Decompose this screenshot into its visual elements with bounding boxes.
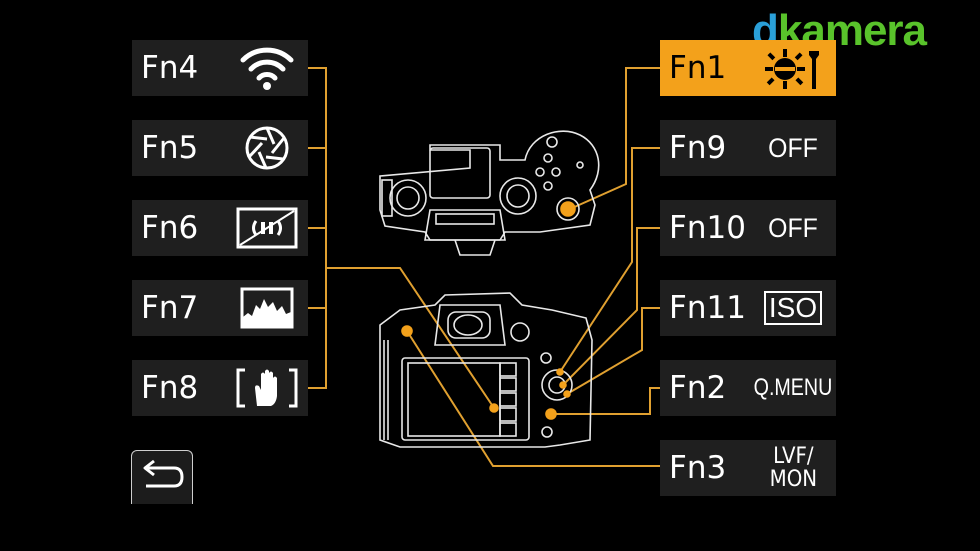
fn11-button[interactable]: Fn11 ISO (660, 280, 836, 336)
silent-mode-icon (232, 200, 302, 256)
fn3-value-line1: LVF/ (772, 444, 814, 469)
fn3-value-line2: MON (769, 467, 817, 492)
fn4-label: Fn4 (141, 50, 199, 86)
white-balance-setting-icon (754, 40, 832, 96)
left-connector-lines (308, 67, 495, 409)
touch-af-icon (232, 360, 302, 416)
fn3-label: Fn3 (669, 450, 727, 486)
fn9-button[interactable]: Fn9 OFF (660, 120, 836, 176)
fn2-label: Fn2 (669, 370, 727, 406)
fn7-button[interactable]: Fn7 (132, 280, 308, 336)
fn3-value: LVF/MON (769, 445, 816, 491)
fn9-label: Fn9 (669, 130, 727, 166)
fn8-button[interactable]: Fn8 (132, 360, 308, 416)
fn1-label: Fn1 (669, 50, 727, 86)
fn6-label: Fn6 (141, 210, 199, 246)
fn10-button[interactable]: Fn10 OFF (660, 200, 836, 256)
fn3-button[interactable]: Fn3 LVF/MON (660, 440, 836, 496)
fn4-button[interactable]: Fn4 (132, 40, 308, 96)
histogram-icon (232, 280, 302, 336)
fn11-label: Fn11 (669, 290, 746, 326)
aperture-icon (232, 120, 302, 176)
fn5-label: Fn5 (141, 130, 199, 166)
camera-rear-view (379, 292, 593, 448)
fn9-value: OFF (768, 132, 818, 163)
fn1-button[interactable]: Fn1 (660, 40, 836, 96)
wifi-icon (232, 40, 302, 96)
fn10-value: OFF (768, 212, 818, 243)
right-connector-lines (406, 67, 660, 467)
fn10-label: Fn10 (669, 210, 746, 246)
fn8-label: Fn8 (141, 370, 199, 406)
fn2-button[interactable]: Fn2 Q.MENU (660, 360, 836, 416)
fn5-button[interactable]: Fn5 (132, 120, 308, 176)
fn6-button[interactable]: Fn6 (132, 200, 308, 256)
fn2-value: Q.MENU (753, 374, 833, 401)
back-button[interactable] (131, 450, 193, 504)
iso-icon: ISO (763, 291, 823, 325)
fn7-label: Fn7 (141, 290, 199, 326)
dkamera-logo: dkamera (752, 6, 927, 56)
camera-top-view (379, 130, 600, 256)
return-arrow-icon (143, 459, 184, 488)
